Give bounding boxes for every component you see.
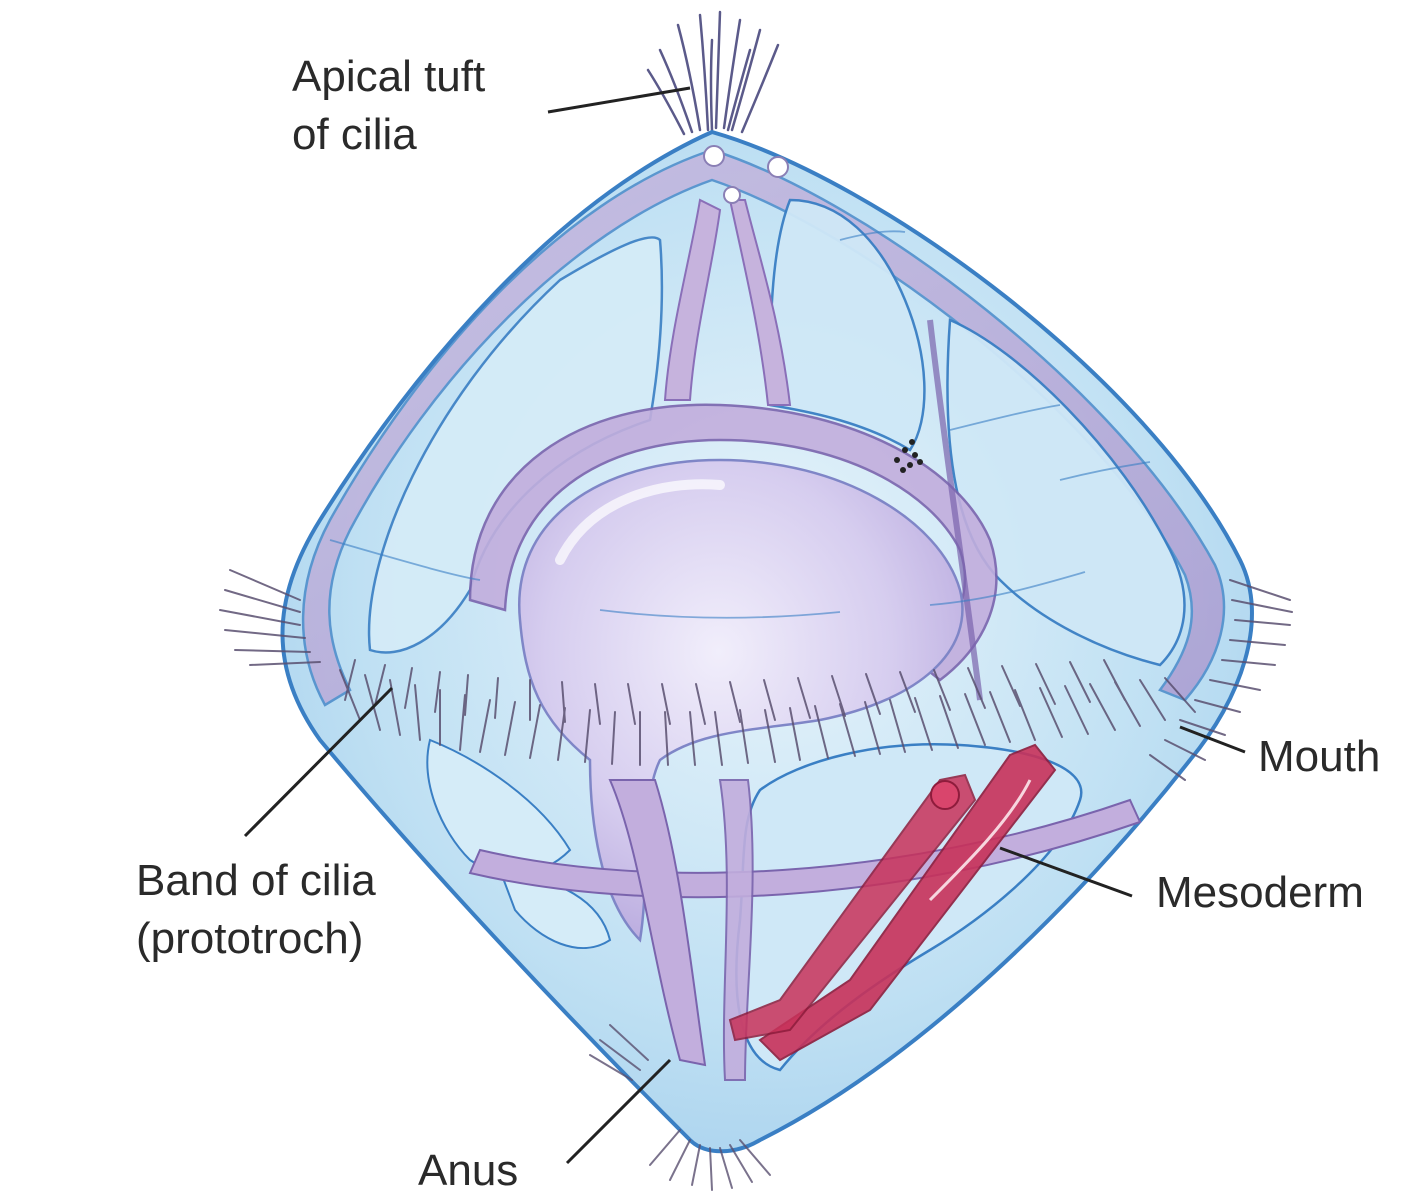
leader-mouth	[1179, 725, 1246, 754]
leader-mesoderm	[999, 846, 1133, 898]
label-apical-tuft-line2: of cilia	[292, 110, 417, 159]
label-apical-tuft: Apical tuft of cilia	[292, 48, 485, 164]
leader-band	[243, 686, 394, 838]
apical-tuft-cilia	[646, 10, 780, 136]
label-apical-tuft-line1: Apical tuft	[292, 52, 486, 101]
label-band-of-cilia: Band of cilia (prototroch)	[136, 852, 376, 968]
apical-spots	[703, 145, 789, 204]
label-anus-text: Anus	[418, 1146, 519, 1195]
label-band-line1: Band of cilia	[136, 856, 376, 905]
anal-tuft-cilia	[589, 1024, 771, 1191]
leader-apical-tuft	[547, 86, 691, 114]
label-mouth: Mouth	[1258, 728, 1380, 786]
leader-lines	[243, 86, 1246, 1165]
mesoderm	[728, 743, 1057, 1062]
label-band-line2: (prototroch)	[136, 914, 364, 963]
label-mesoderm-text: Mesoderm	[1156, 868, 1364, 917]
label-mesoderm: Mesoderm	[1156, 864, 1408, 922]
label-mouth-text: Mouth	[1258, 732, 1381, 781]
leader-anus	[565, 1058, 672, 1165]
prototroch-cilia	[219, 569, 1293, 781]
eyespot	[894, 439, 923, 473]
label-anus: Anus	[418, 1142, 518, 1200]
